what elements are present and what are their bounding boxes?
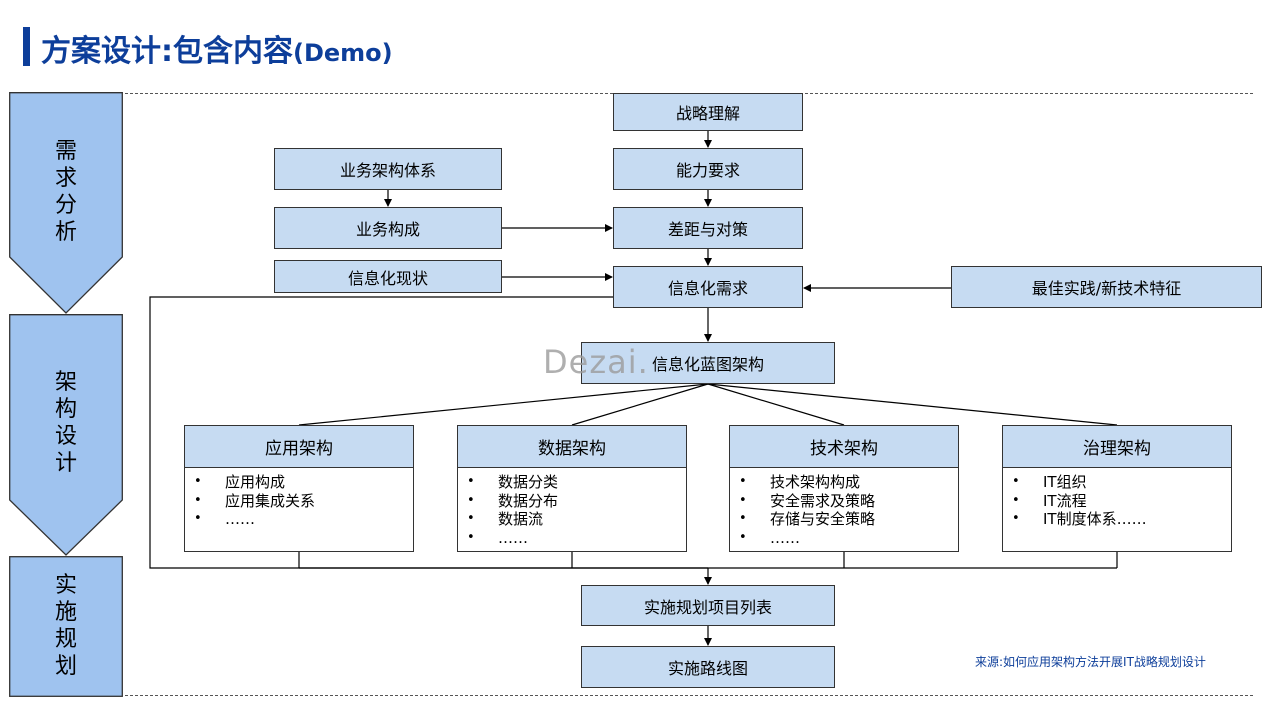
box-gap-measures: 差距与对策 [613,207,803,249]
title-accent-bar [23,27,30,66]
card-application-architecture: 应用架构 应用构成 应用集成关系 …… [184,425,414,552]
card-item: 数据流 [458,510,686,529]
box-it-status: 信息化现状 [274,260,502,293]
box-capability: 能力要求 [613,148,803,190]
box-roadmap: 实施路线图 [581,646,835,688]
bottom-dashed-line [125,695,1253,696]
chevron-shape [9,92,123,314]
card-data-architecture: 数据架构 数据分类 数据分布 数据流 …… [457,425,687,552]
phase-architecture-label: 架构设计 [54,370,77,476]
card-title: 应用架构 [185,426,413,468]
card-title: 技术架构 [730,426,958,468]
card-item: …… [185,510,413,529]
page-title-suffix: (Demo) [293,39,393,67]
card-item: 技术架构构成 [730,473,958,492]
card-item: 数据分布 [458,492,686,511]
card-item: …… [458,529,686,548]
card-item: 应用构成 [185,473,413,492]
chevron-shape [9,314,123,556]
page-title-main: 方案设计:包含内容 [41,34,293,69]
box-best-practice: 最佳实践/新技术特征 [951,266,1262,308]
card-item: …… [730,529,958,548]
box-it-demand: 信息化需求 [613,266,803,308]
card-item: 应用集成关系 [185,492,413,511]
box-strategy: 战略理解 [613,93,803,131]
card-item: IT流程 [1003,492,1231,511]
phase-implementation-label: 实施规划 [54,573,77,679]
watermark: Dezai. [543,343,649,381]
page-title: 方案设计:包含内容(Demo) [41,26,393,70]
card-title: 数据架构 [458,426,686,468]
phase-requirements-label: 需求分析 [54,139,77,245]
card-governance-architecture: 治理架构 IT组织 IT流程 IT制度体系…… [1002,425,1232,552]
card-item: 存储与安全策略 [730,510,958,529]
card-technology-architecture: 技术架构 技术架构构成 安全需求及策略 存储与安全策略 …… [729,425,959,552]
box-business-composition: 业务构成 [274,207,502,249]
box-business-system: 业务架构体系 [274,148,502,190]
phase-architecture: 架构设计 [9,314,123,556]
card-title: 治理架构 [1003,426,1231,468]
card-item: 数据分类 [458,473,686,492]
card-item: IT制度体系…… [1003,510,1231,529]
box-project-list: 实施规划项目列表 [581,585,835,626]
source-note: 来源:如何应用架构方法开展IT战略规划设计 [975,655,1206,669]
card-item: 安全需求及策略 [730,492,958,511]
phase-requirements: 需求分析 [9,92,123,314]
rectangle-shape [9,556,123,697]
phase-implementation: 实施规划 [9,556,123,697]
box-blueprint: 信息化蓝图架构 [581,342,835,384]
card-item: IT组织 [1003,473,1231,492]
